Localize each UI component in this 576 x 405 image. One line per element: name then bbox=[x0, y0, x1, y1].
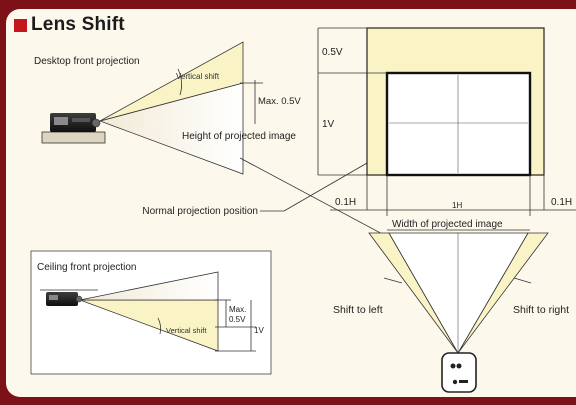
desktop-max-shift-label: Max. 0.5V bbox=[258, 96, 301, 107]
upper-shift-label: 0.5V bbox=[322, 47, 343, 58]
desktop-vertical-shift-label: Vertical shift bbox=[176, 72, 220, 81]
screen-width-dimension bbox=[330, 175, 576, 231]
connector-line bbox=[239, 157, 404, 246]
section-title: Lens Shift bbox=[14, 14, 125, 36]
desktop-label: Desktop front projection bbox=[34, 56, 140, 67]
shift-left-label: Shift to left bbox=[333, 304, 383, 316]
desktop-max-dimension bbox=[240, 80, 263, 124]
desktop-projector bbox=[41, 113, 106, 144]
ceiling-full-label: 1V bbox=[254, 326, 264, 335]
ceiling-label: Ceiling front projection bbox=[37, 262, 137, 273]
projector-front-icon bbox=[441, 352, 477, 393]
ceiling-projector bbox=[40, 289, 98, 306]
ceiling-max-label: Max. bbox=[229, 305, 246, 314]
full-height-label: 1V bbox=[322, 119, 335, 130]
ceiling-vertical-shift-label: Vertical shift bbox=[166, 326, 207, 335]
shift-fan bbox=[368, 232, 549, 354]
shift-right-label: Shift to right bbox=[513, 304, 569, 316]
width-of-image-label: Width of projected image bbox=[392, 219, 503, 230]
desktop-beam bbox=[98, 41, 244, 175]
screen-height-dimension bbox=[317, 27, 387, 176]
ceiling-max-value: 0.5V bbox=[229, 315, 246, 324]
title-square-icon bbox=[14, 18, 27, 32]
normal-position-label: Normal projection position bbox=[142, 206, 258, 217]
left-margin-label: 0.1H bbox=[335, 197, 356, 208]
ceiling-beam bbox=[79, 271, 219, 352]
height-of-image-label: Height of projected image bbox=[182, 131, 296, 142]
screen-diagram bbox=[366, 27, 545, 177]
ceiling-dimension bbox=[215, 299, 256, 352]
title-text: Lens Shift bbox=[31, 14, 125, 35]
right-margin-label: 0.1H bbox=[551, 197, 572, 208]
center-width-label: 1H bbox=[452, 201, 462, 210]
